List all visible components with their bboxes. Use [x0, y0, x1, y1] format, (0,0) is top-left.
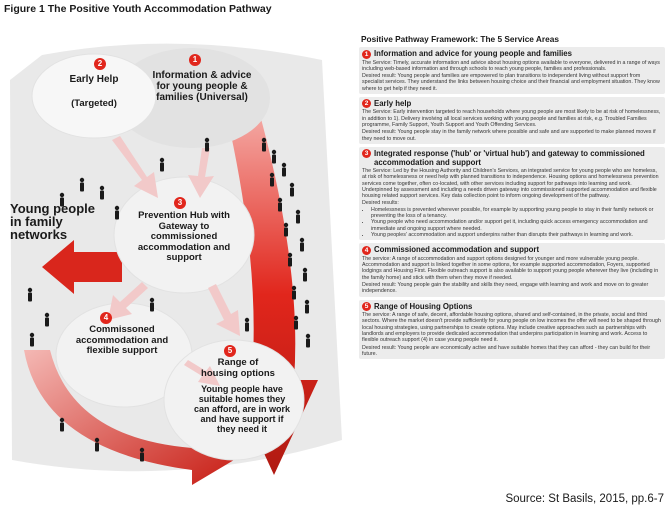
node-5-badge: 5: [224, 345, 236, 357]
service-area-5-number: 5: [362, 302, 371, 311]
service-area-4: 4 Commissioned accommodation and support…: [359, 243, 665, 296]
source-citation: Source: St Basils, 2015, pp.6-7: [505, 493, 664, 505]
service-area-5-title: Range of Housing Options: [374, 302, 472, 311]
service-area-3-service: The Service: Led by the Housing Authorit…: [362, 168, 662, 199]
service-area-5: 5 Range of Housing Options The service: …: [359, 300, 665, 360]
service-area-3-bullet: Homelessness is prevented wherever possi…: [371, 207, 662, 220]
service-area-3-bullets: Homelessness is prevented wherever possi…: [362, 207, 662, 238]
service-area-3-bullet: Young peoples' accommodation and support…: [371, 232, 662, 238]
node-4-badge: 4: [100, 312, 112, 324]
service-area-4-result: Desired result: Young people gain the st…: [362, 282, 662, 295]
node-1-label: Information & advice for young people & …: [152, 70, 252, 103]
node-3-badge: 3: [174, 197, 186, 209]
node-5-label: Range of housing options: [198, 358, 278, 379]
node-3-label: Prevention Hub with Gateway to commissio…: [129, 211, 239, 264]
service-area-3-number: 3: [362, 149, 371, 158]
service-area-3: 3 Integrated response ('hub' or 'virtual…: [359, 147, 665, 240]
service-area-2-result: Desired result: Young people stay in the…: [362, 129, 662, 142]
service-area-2-service: The Service: Early intervention targeted…: [362, 109, 662, 128]
outcome-text: Young people have suitable homes they ca…: [192, 384, 292, 434]
service-area-1-number: 1: [362, 50, 371, 59]
service-area-3-bullet: Young people who need accommodation and/…: [371, 219, 662, 232]
service-area-1: 1 Information and advice for young peopl…: [359, 47, 665, 94]
pathway-diagram: 1 Information & advice for young people …: [2, 20, 352, 490]
node-2-sublabel: (Targeted): [57, 98, 131, 109]
framework-title: Positive Pathway Framework: The 5 Servic…: [361, 34, 665, 44]
service-area-1-result: Desired result: Young people and familie…: [362, 73, 662, 92]
service-area-3-title: Integrated response ('hub' or 'virtual h…: [374, 149, 662, 167]
young-people-label: Young people in family networks: [10, 202, 95, 241]
service-area-2-title: Early help: [374, 99, 411, 108]
service-area-4-service: The service: A range of accommodation an…: [362, 256, 662, 281]
node-2-badge: 2: [94, 58, 106, 70]
service-area-1-service: The Service: Timely, accurate informatio…: [362, 60, 662, 73]
service-area-5-result: Desired result: Young people are economi…: [362, 345, 662, 358]
service-area-4-title: Commissioned accommodation and support: [374, 245, 539, 254]
service-area-5-service: The service: A range of safe, decent, af…: [362, 312, 662, 343]
node-4-label: Commissoned accommodation and flexible s…: [72, 325, 172, 357]
service-area-4-number: 4: [362, 246, 371, 255]
framework-panel: Positive Pathway Framework: The 5 Servic…: [359, 34, 665, 492]
service-area-2: 2 Early help The Service: Early interven…: [359, 97, 665, 144]
service-area-2-number: 2: [362, 99, 371, 108]
node-2-label: Early Help: [64, 74, 124, 85]
service-area-1-title: Information and advice for young people …: [374, 49, 572, 58]
node-1-badge: 1: [189, 54, 201, 66]
figure-title: Figure 1 The Positive Youth Accommodatio…: [4, 3, 272, 15]
